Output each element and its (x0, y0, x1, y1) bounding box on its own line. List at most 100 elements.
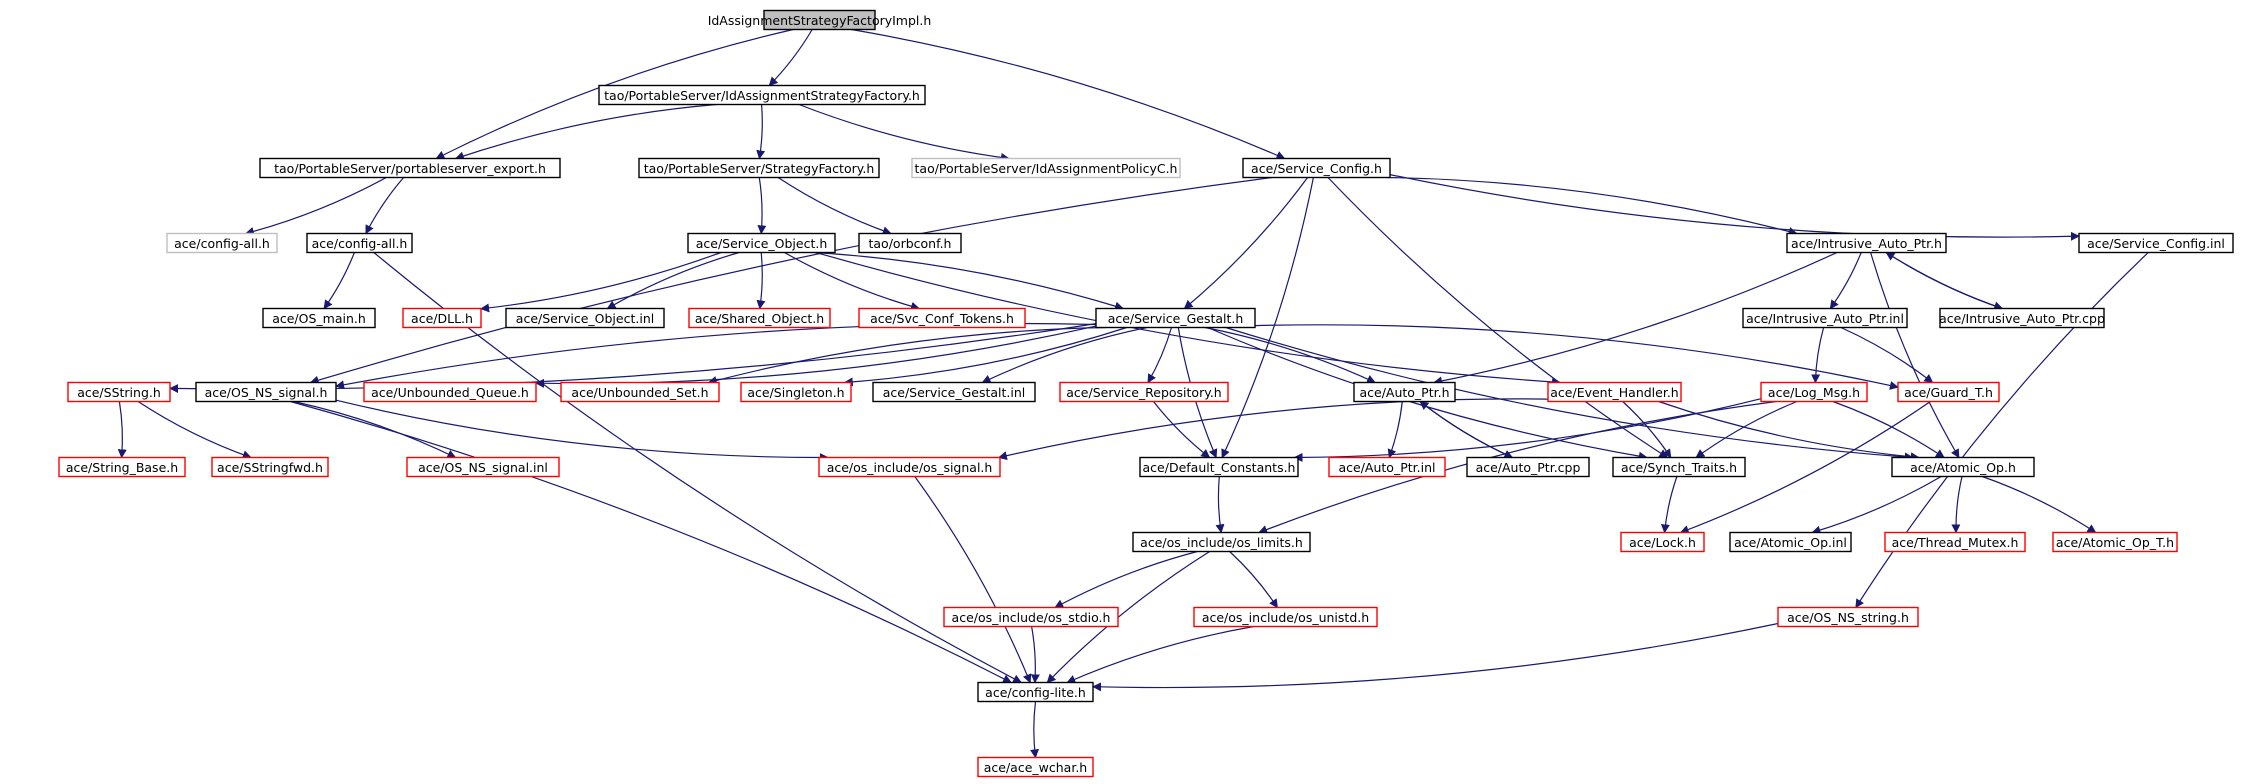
node-label: ace/Event_Handler.h (1550, 385, 1678, 400)
edge-iap-to-iapinl (1829, 252, 1862, 310)
edge-line (1254, 324, 1899, 390)
node-singleton[interactable]: ace/Singleton.h (740, 381, 852, 403)
node-gestalt[interactable]: ace/Service_Gestalt.h (1095, 307, 1256, 329)
edge-guard-to-lock (1679, 401, 1931, 534)
edge-line (1982, 475, 2097, 534)
node-gestaltinl[interactable]: ace/Service_Gestalt.inl (872, 381, 1036, 403)
edge-line (1183, 177, 1309, 310)
node-autoptrinl[interactable]: ace/Auto_Ptr.inl (1328, 456, 1446, 478)
node-svcobjinl[interactable]: ace/Service_Object.inl (505, 307, 665, 329)
node-cfgall[interactable]: ace/config-all.h (306, 232, 413, 254)
node-label: ace/OS_NS_string.h (1787, 610, 1909, 625)
node-synch[interactable]: ace/Synch_Traits.h (1612, 456, 1746, 478)
edge-line (1386, 176, 1798, 236)
node-iap[interactable]: ace/Intrusive_Auto_Ptr.h (1786, 232, 1947, 254)
node-nssiginl[interactable]: ace/OS_NS_signal.inl (406, 456, 560, 478)
node-sstring[interactable]: ace/SString.h (67, 381, 171, 403)
edge-line (1054, 550, 1198, 609)
node-svccfginl[interactable]: ace/Service_Config.inl (2078, 232, 2234, 254)
node-svccfg[interactable]: ace/Service_Config.h (1242, 157, 1391, 179)
edge-logmsg-to-atomic (1832, 400, 1945, 458)
node-defconst[interactable]: ace/Default_Constants.h (1139, 456, 1299, 478)
node-oslimits[interactable]: ace/os_include/os_limits.h (1132, 531, 1311, 553)
edge-logmsg-to-synch (1695, 400, 1798, 459)
edge-gestalt-to-guard (1254, 324, 1899, 390)
node-autoptrcpp[interactable]: ace/Auto_Ptr.cpp (1466, 456, 1590, 478)
node-box (402, 307, 482, 329)
node-label: ace/OS_main.h (272, 311, 366, 326)
node-osunistd[interactable]: ace/os_include/os_unistd.h (1193, 606, 1378, 628)
edge-line (1811, 475, 1942, 535)
node-ossignal[interactable]: ace/os_include/os_signal.h (818, 456, 1001, 478)
edge-atomic-to-atomicinl (1811, 475, 1942, 535)
node-cfgall_gray[interactable]: ace/config-all.h (166, 232, 278, 254)
node-sharedobj[interactable]: ace/Shared_Object.h (688, 307, 831, 329)
edge-iap-to-atomic (1870, 252, 1960, 459)
node-logmsg[interactable]: ace/Log_Msg.h (1760, 381, 1868, 403)
node-label: ace/Auto_Ptr.inl (1339, 460, 1436, 475)
edge-line (843, 326, 1127, 387)
edge-nsstring-to-cfglite (1092, 622, 1779, 692)
node-iapc[interactable]: tao/PortableServer/IdAssignmentPolicyC.h (911, 157, 1181, 179)
node-box (2078, 232, 2234, 254)
edge-line (1215, 476, 1225, 534)
node-iapcpp[interactable]: ace/Intrusive_Auto_Ptr.cpp (1939, 307, 2105, 329)
node-label: ace/Intrusive_Auto_Ptr.h (1791, 236, 1942, 251)
node-wchar[interactable]: ace/ace_wchar.h (977, 756, 1094, 778)
edge-line (535, 325, 1097, 388)
node-sstrfwd[interactable]: ace/SStringfwd.h (211, 456, 329, 478)
edge-line (480, 251, 722, 313)
node-svcconf[interactable]: ace/Svc_Conf_Tokens.h (858, 307, 1026, 329)
node-box (818, 456, 1001, 478)
node-nssignal[interactable]: ace/OS_NS_signal.h (195, 381, 337, 403)
node-label: ace/os_include/os_stdio.h (952, 610, 1111, 625)
node-box (943, 606, 1119, 628)
node-box (858, 307, 1026, 329)
node-cfglite[interactable]: ace/config-lite.h (977, 681, 1094, 703)
node-idasf[interactable]: tao/PortableServer/IdAssignmentStrategyF… (598, 84, 926, 106)
edge-logmsg-to-oslimits (1258, 400, 1777, 534)
node-guard[interactable]: ace/Guard_T.h (1897, 381, 2000, 403)
node-unbs[interactable]: ace/Unbounded_Set.h (560, 381, 720, 403)
node-lock[interactable]: ace/Lock.h (1620, 531, 1705, 553)
node-svcrepo[interactable]: ace/Service_Repository.h (1059, 381, 1229, 403)
edge-line (1811, 327, 1825, 384)
node-unbq[interactable]: ace/Unbounded_Queue.h (363, 381, 537, 403)
node-evh[interactable]: ace/Event_Handler.h (1547, 381, 1682, 403)
node-box (1884, 531, 2026, 553)
node-atomic[interactable]: ace/Atomic_Op.h (1891, 456, 2035, 478)
edge-line (1885, 251, 2004, 311)
node-pse[interactable]: tao/PortableServer/portableserver_export… (259, 157, 561, 179)
node-nsstring[interactable]: ace/OS_NS_string.h (1777, 606, 1919, 628)
node-strbase[interactable]: ace/String_Base.h (58, 456, 186, 478)
node-thrmutex[interactable]: ace/Thread_Mutex.h (1884, 531, 2026, 553)
node-box (363, 381, 537, 403)
node-root[interactable]: IdAssignmentStrategyFactoryImpl.h (708, 9, 932, 31)
node-box (1466, 456, 1590, 478)
node-atomict[interactable]: ace/Atomic_Op_T.h (2052, 531, 2178, 553)
edge-line (756, 252, 766, 310)
node-autoptr[interactable]: ace/Auto_Ptr.h (1353, 381, 1456, 403)
node-atomicinl[interactable]: ace/Atomic_Op.inl (1729, 531, 1852, 553)
node-box (911, 157, 1181, 179)
node-sfac[interactable]: tao/PortableServer/StrategyFactory.h (638, 157, 880, 179)
node-label: ace/Intrusive_Auto_Ptr.cpp (1939, 311, 2105, 326)
edge-sfac-to-svcobj (757, 177, 767, 235)
node-label: ace/Auto_Ptr.cpp (1476, 460, 1581, 475)
node-svcobj[interactable]: ace/Service_Object.h (687, 232, 836, 254)
node-box (1612, 456, 1746, 478)
node-osmain[interactable]: ace/OS_main.h (262, 307, 376, 329)
node-orbconf[interactable]: tao/orbconf.h (858, 232, 962, 254)
edge-line (335, 322, 1097, 390)
node-label: ace/Synch_Traits.h (1621, 460, 1737, 475)
node-box (977, 681, 1094, 703)
edge-line (1855, 252, 2149, 609)
node-box (687, 232, 836, 254)
node-iapinl[interactable]: ace/Intrusive_Auto_Ptr.inl (1742, 307, 1908, 329)
node-label: ace/Thread_Mutex.h (1892, 535, 2019, 550)
edge-line (309, 176, 1272, 385)
node-dll[interactable]: ace/DLL.h (402, 307, 482, 329)
node-osstdio[interactable]: ace/os_include/os_stdio.h (943, 606, 1119, 628)
edge-sfac-to-orbconf (777, 176, 892, 236)
edge-gestalt-to-atomic (1225, 326, 1914, 462)
